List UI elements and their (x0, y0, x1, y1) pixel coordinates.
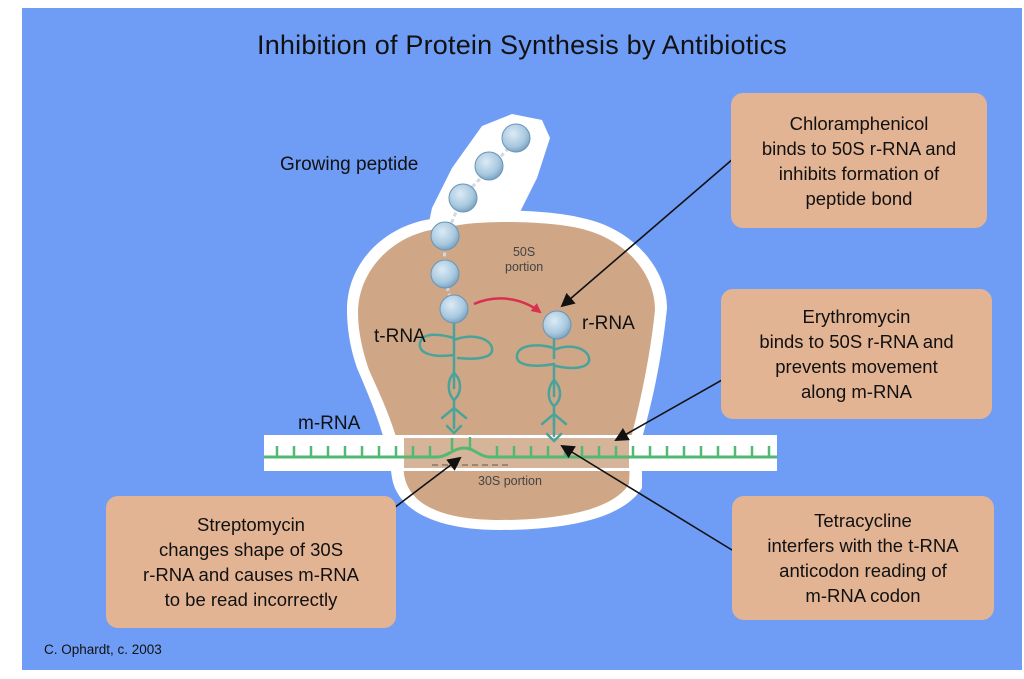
50s-portion-label: 50S portion (505, 245, 544, 274)
diagram-canvas: Inhibition of Protein Synthesis by Antib… (22, 8, 1022, 670)
trna-cloverleaf-right (515, 336, 591, 443)
mrna-strand (264, 437, 777, 459)
amino-acid-bead (430, 221, 460, 251)
incoming-amino-acid-bead (542, 310, 572, 340)
30s-portion-label: 30S portion (478, 474, 542, 488)
trna-cloverleaf-left (418, 322, 494, 435)
amino-acid-bead (448, 183, 478, 213)
peptide-bond-arrow (473, 297, 542, 314)
tetracycline-callout: Tetracycline interfers with the t-RNA an… (732, 496, 994, 620)
diagram-title: Inhibition of Protein Synthesis by Antib… (257, 30, 787, 60)
erythromycin-callout: Erythromycin binds to 50S r-RNA and prev… (721, 289, 992, 419)
pointer-arrow-tetracycline (560, 444, 733, 551)
pointer-arrow-chloramphenicol (560, 157, 735, 308)
amino-acid-bead (430, 259, 460, 289)
credit-line: C. Ophardt, c. 2003 (44, 642, 162, 657)
pointer-arrow-streptomycin (393, 456, 462, 509)
amino-acid-bead (439, 294, 469, 324)
streptomycin-callout: Streptomycin changes shape of 30S r-RNA … (106, 496, 396, 628)
ribosome-diagram (264, 114, 777, 551)
amino-acid-bead (501, 123, 531, 153)
pointer-arrow-erythromycin (614, 379, 723, 441)
trna-label: t-RNA (374, 326, 426, 347)
rrna-label: r-RNA (582, 313, 635, 334)
amino-acid-bead (474, 151, 504, 181)
mrna-label: m-RNA (298, 413, 361, 434)
amino-acid-beads (430, 123, 531, 324)
growing-peptide-label: Growing peptide (280, 154, 419, 175)
chloramphenicol-callout: Chloramphenicol binds to 50S r-RNA and i… (731, 93, 987, 228)
